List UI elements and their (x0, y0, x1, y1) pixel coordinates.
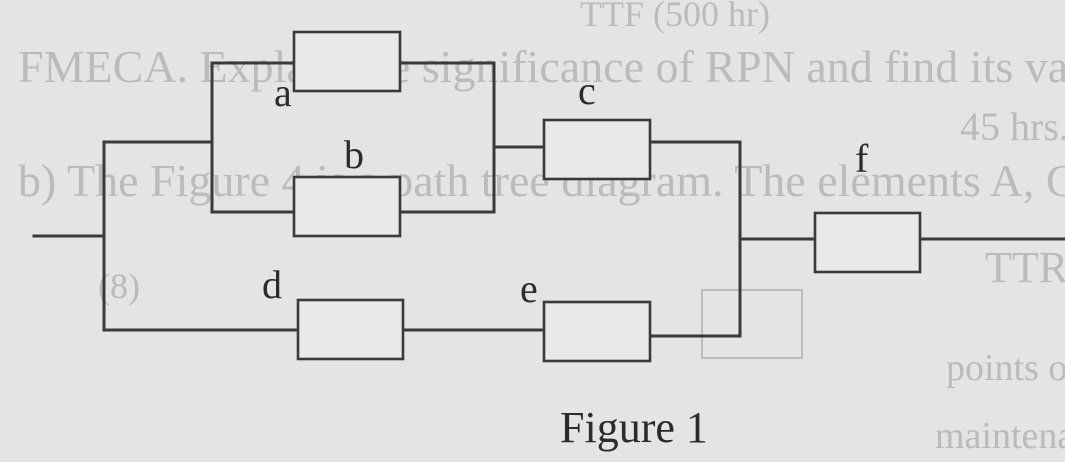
label-e: e (520, 266, 538, 311)
diagram-blocks (292, 30, 922, 363)
block-d (296, 298, 405, 361)
block-a (292, 30, 402, 93)
bleed-line-7: maintenance (935, 415, 1065, 457)
block-e (542, 300, 652, 363)
label-f: f (855, 136, 869, 181)
bleed-through-text: TTF (500 hr) FMECA. Explain the signific… (18, 0, 1065, 457)
block-labels: a b c d e f (262, 68, 869, 311)
bleed-line-4: TTR (985, 243, 1065, 292)
bleed-box (701, 289, 803, 359)
diagram-wires (32, 61, 1065, 338)
label-c: c (578, 68, 596, 113)
block-c (542, 118, 652, 181)
bleed-line-6: points of (946, 347, 1065, 389)
block-f (813, 211, 922, 274)
label-b: b (344, 132, 364, 177)
bleed-line-8: TTF (500 hr) (580, 0, 770, 34)
figure-caption: Figure 1 (560, 403, 708, 452)
label-d: d (262, 262, 282, 307)
bleed-line-2: 45 hrs. (960, 104, 1065, 149)
bleed-line-3: b) The Figure 4 is a path tree diagram. … (18, 155, 1065, 206)
block-b (292, 175, 402, 238)
label-a: a (274, 70, 292, 115)
bleed-line-1: FMECA. Explain the significance of RPN a… (18, 41, 1065, 92)
